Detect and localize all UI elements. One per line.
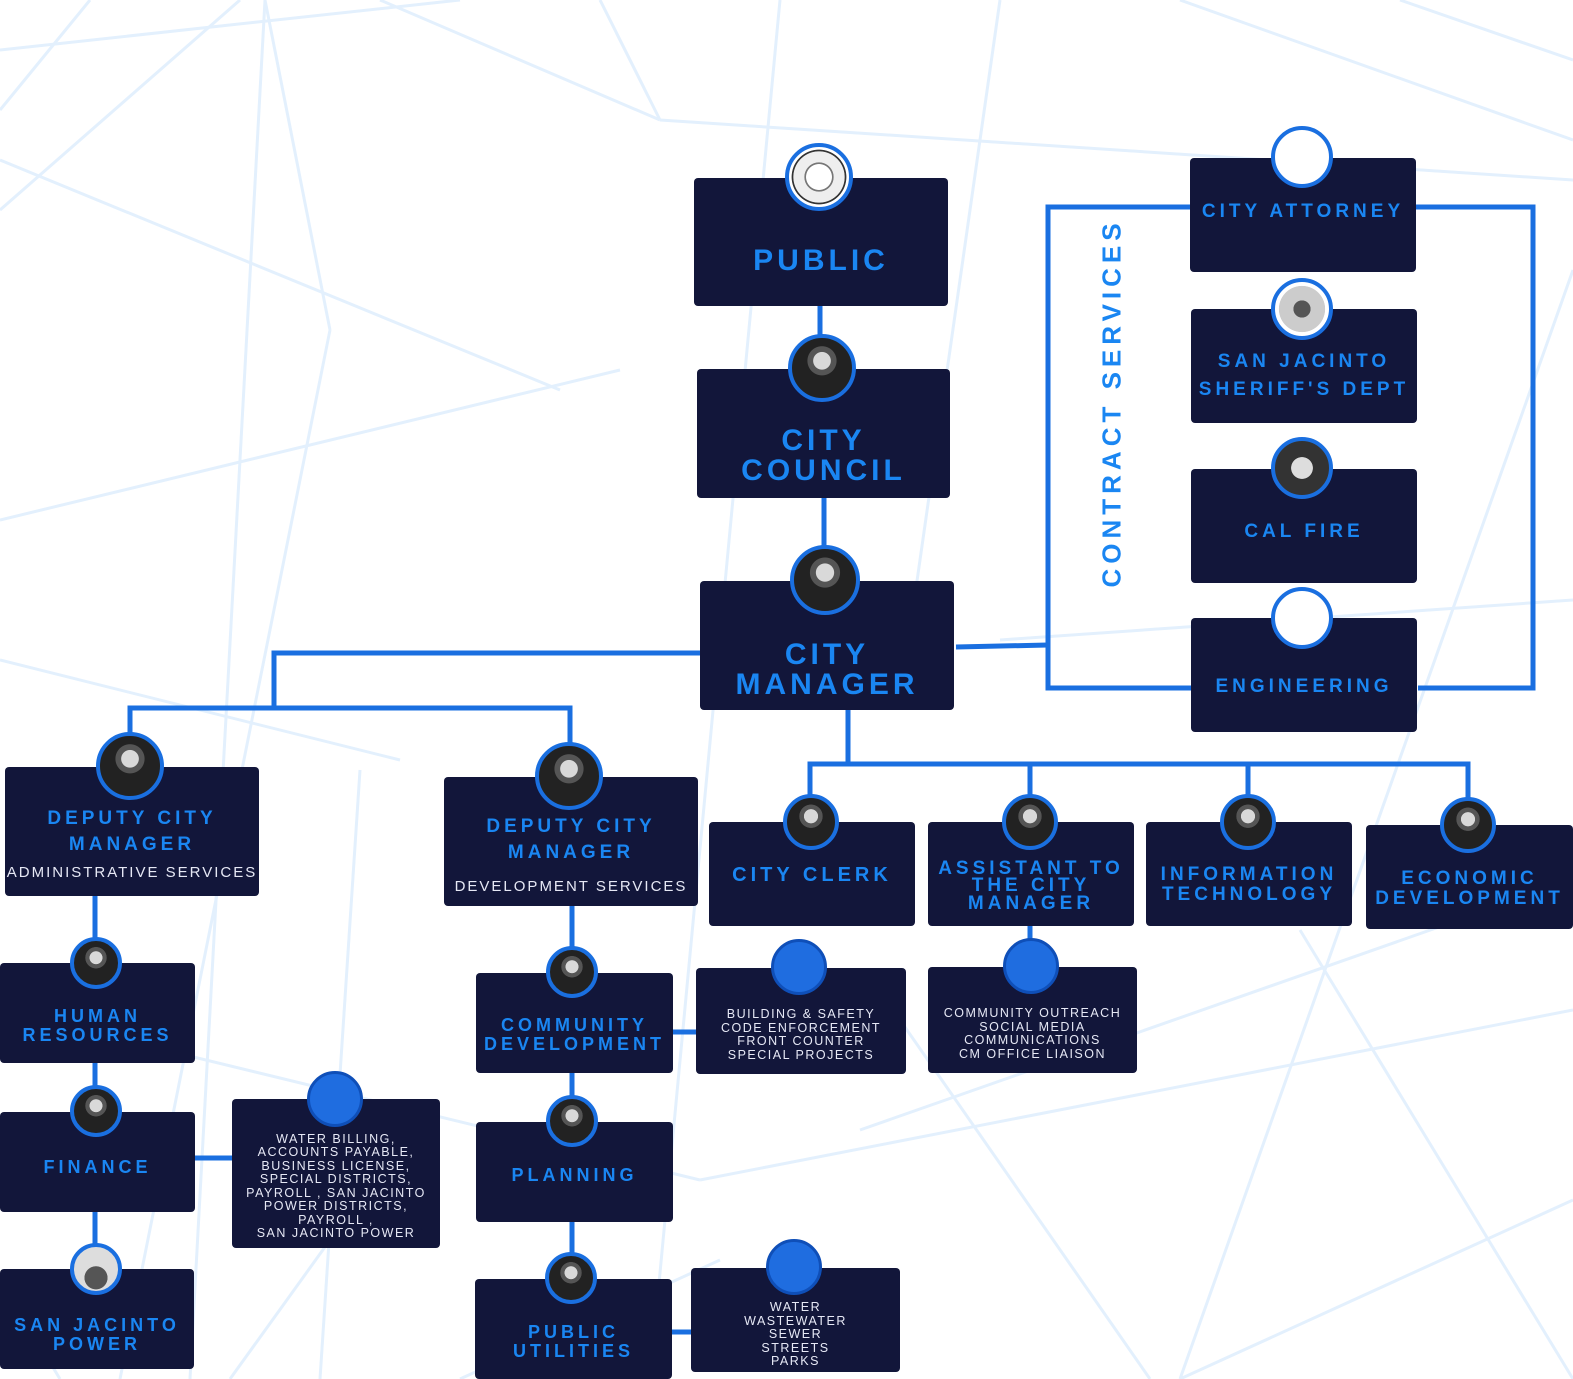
city-council-photo	[788, 334, 856, 402]
community-dev-duties-dot-icon	[771, 939, 827, 995]
planning-photo	[546, 1095, 598, 1147]
deputy-admin-title: DEPUTY CITY MANAGER	[47, 808, 217, 855]
human-resources-photo	[70, 937, 122, 989]
finance-duties-box: WATER BILLING, ACCOUNTS PAYABLE, BUSINES…	[232, 1099, 440, 1248]
engineering-title: ENGINEERING	[1215, 675, 1393, 697]
sheriff-badge-icon	[1271, 278, 1333, 340]
public-utilities-photo	[545, 1252, 597, 1304]
sj-power-title: SAN JACINTO POWER	[14, 1315, 180, 1354]
deputy-admin-box: DEPUTY CITY MANAGER ADMINISTRATIVE SERVI…	[5, 767, 259, 896]
community-dev-photo	[546, 946, 598, 998]
law-firm-logo-icon	[1271, 126, 1333, 188]
human-resources-title: HUMAN RESOURCES	[22, 1006, 173, 1045]
cal-fire-logo-icon	[1271, 437, 1333, 499]
utilities-duties-dot-icon	[766, 1239, 822, 1295]
city-attorney-title: CITY ATTORNEY	[1201, 200, 1405, 222]
finance-photo	[70, 1085, 122, 1137]
finance-duties-dot-icon	[307, 1071, 363, 1127]
city-clerk-box: CITY CLERK	[709, 822, 915, 926]
econ-dev-title: ECONOMIC DEVELOPMENT	[1375, 868, 1564, 909]
assistant-photo	[1002, 794, 1058, 850]
utilities-duties-box: WATER WASTEWATER SEWER STREETS PARKS	[691, 1268, 900, 1372]
city-clerk-title: CITY CLERK	[732, 864, 892, 886]
sheriff-title: SAN JACINTO SHERIFF'S DEPT	[1198, 351, 1410, 400]
econ-dev-photo	[1440, 797, 1496, 853]
sj-power-logo-icon	[70, 1243, 122, 1295]
engineering-box: ENGINEERING	[1191, 618, 1417, 732]
assistant-duties-list: COMMUNITY OUTREACH SOCIAL MEDIA COMMUNIC…	[943, 1006, 1122, 1061]
community-dev-duties-box: BUILDING & SAFETY CODE ENFORCEMENT FRONT…	[696, 968, 906, 1074]
deputy-admin-photo	[96, 732, 164, 800]
community-dev-duties-list: BUILDING & SAFETY CODE ENFORCEMENT FRONT…	[720, 1007, 882, 1062]
city-clerk-photo	[783, 794, 839, 850]
community-dev-box: COMMUNITY DEVELOPMENT	[476, 973, 673, 1073]
deputy-dev-subtitle: DEVELOPMENT SERVICES	[454, 877, 688, 895]
finance-duties-list: WATER BILLING, ACCOUNTS PAYABLE, BUSINES…	[246, 1131, 426, 1240]
city-manager-title: CITY MANAGER	[735, 637, 919, 701]
info-tech-title: INFORMATION TECHNOLOGY	[1160, 864, 1338, 905]
public-utilities-title: PUBLIC UTILITIES	[513, 1322, 634, 1361]
city-council-title: CITY COUNCIL	[741, 423, 906, 487]
info-tech-photo	[1220, 794, 1276, 850]
public-title: PUBLIC	[753, 244, 889, 277]
city-seal-icon	[785, 143, 853, 211]
deputy-dev-photo	[535, 742, 603, 810]
utilities-duties-list: WATER WASTEWATER SEWER STREETS PARKS	[744, 1300, 847, 1369]
finance-title: FINANCE	[43, 1157, 152, 1177]
deputy-admin-subtitle: ADMINISTRATIVE SERVICES	[6, 863, 258, 881]
city-manager-photo	[790, 545, 860, 615]
contract-services-label: CONTRACT SERVICES	[1096, 218, 1127, 588]
assistant-title: ASSISTANT TO THE CITY MANAGER	[938, 858, 1124, 914]
deputy-dev-title: DEPUTY CITY MANAGER	[486, 816, 656, 863]
planning-title: PLANNING	[511, 1165, 638, 1185]
assistant-duties-dot-icon	[1003, 938, 1059, 994]
community-dev-title: COMMUNITY DEVELOPMENT	[483, 1015, 665, 1054]
engineering-logo-icon	[1271, 587, 1333, 649]
cal-fire-title: CAL FIRE	[1244, 520, 1364, 542]
